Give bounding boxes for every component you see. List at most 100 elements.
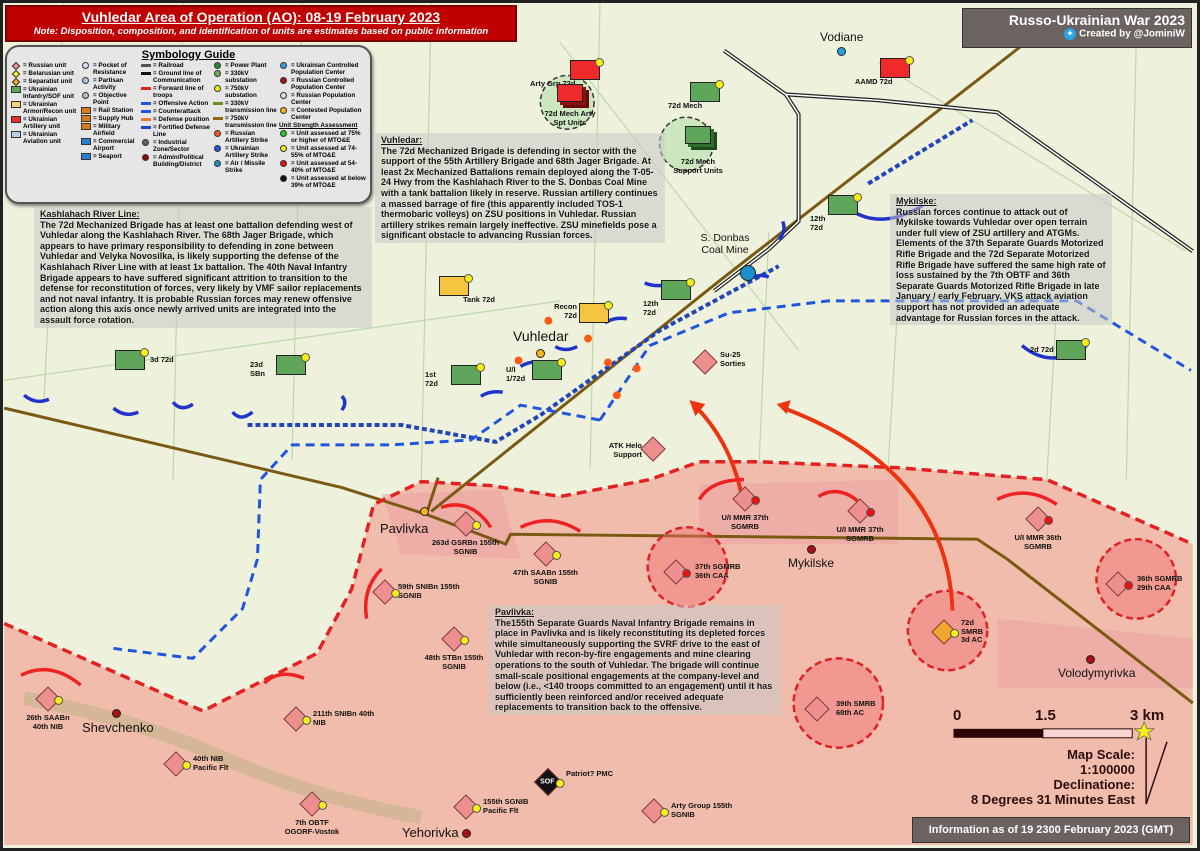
legend-item: = Russian Population Center (279, 92, 367, 106)
map-title-banner: Vuhledar Area of Operation (AO): 08-19 F… (5, 5, 517, 42)
legend-item-label: = Ukrainian Artillery Strike (225, 145, 269, 159)
unit-label: 3d 72d (150, 355, 174, 364)
legend-swatch-icon (213, 117, 223, 120)
unit-label: 23d SBn (250, 360, 265, 378)
ru-unit-37th-sgmrb[interactable]: 37th SGMRB 36th CAA (663, 558, 745, 585)
legend-item-label: = Unit assessed at 54-40% of MTO&E (291, 160, 357, 174)
ua-unit-recon[interactable]: Recon 72d (554, 301, 615, 323)
unit-label: Arty Grp 72d (530, 79, 576, 88)
ua-unit-arty-grp[interactable]: Arty Grp 72d (530, 58, 610, 89)
ru-unit-155th-sgnib[interactable]: 155th SGNIB Pacific Flt (453, 793, 535, 820)
legend-item: = Defense position (141, 116, 211, 123)
ru-unit-59th-snibn[interactable]: 59th SNIBn 155th SGNIB (372, 578, 462, 605)
unit-label: 26th SAABn 40th NIB (26, 713, 70, 731)
legend-item: Unit Strength Assessment (279, 122, 367, 129)
ru-unit-7th-obtf[interactable]: 7th OBTF OGORF-Vostok (282, 790, 342, 836)
town-vodiane[interactable]: Vodiane (820, 30, 863, 58)
note-body: The 72d Mechanized Brigade is defending … (381, 145, 658, 241)
legend-item-label: = Rail Station (93, 107, 134, 114)
ua-unit-3d[interactable]: 3d 72d (115, 348, 175, 370)
unit-label: U/I 1/72d (506, 365, 526, 383)
ua-unit-mech-support[interactable]: 72d Mech Support Units (668, 126, 728, 175)
legend-item: = Counterattack (141, 108, 211, 115)
ru-unit-47th-saabn[interactable]: 47th SAABn 155th SGNIB (508, 540, 583, 586)
town-mykilske[interactable]: Mykilske (788, 542, 834, 570)
ru-unit-ui-mmr-37-b[interactable]: U/I MMR 37th SGMRB (825, 497, 895, 543)
ru-unit-su25[interactable]: Su-25 Sorties (692, 348, 762, 375)
contested-dot (536, 348, 546, 358)
legend-item-label: = Russian Population Center (291, 92, 356, 106)
legend-swatch-icon (142, 154, 149, 161)
town-yehorivka[interactable]: Yehorivka (402, 825, 472, 840)
legend-swatch-icon (82, 92, 89, 99)
ru-unit-ui-mmr-36[interactable]: U/I MMR 36th SGMRB (1003, 505, 1073, 551)
ua-unit-arty-spt[interactable]: 72d Mech Arty Spt Units (540, 82, 600, 127)
brand-credit[interactable]: Created by @JominiW (1079, 28, 1185, 40)
town-shevchenko[interactable]: Shevchenko (82, 705, 154, 735)
ua-unit-1st[interactable]: 1st 72d (425, 363, 485, 388)
note-heading: Mykilske: (896, 196, 937, 206)
ua-unit-12th-b[interactable]: 12th 72d (643, 278, 695, 317)
ru-unit-36th-sgmrb[interactable]: 36th SGMRB 29th CAA (1105, 570, 1187, 597)
legend-item-label: = Russian Controlled Population Center (291, 77, 355, 91)
note-heading: Pavlivka: (495, 607, 535, 617)
unit-label: 72d Mech (668, 101, 703, 110)
ru-unit-211th-snibn[interactable]: 211th SNIBn 40th NIB (283, 705, 375, 732)
legend-item-label: = Power Plant (225, 62, 267, 69)
map-title: Vuhledar Area of Operation (AO): 08-19 F… (81, 9, 441, 25)
russian-forward-line (3, 460, 1194, 713)
ru-unit-263d-gsrbn[interactable]: 263d GSRBn 155th SGNIB (428, 510, 503, 556)
town-pavlivka[interactable]: Pavlivka (380, 521, 428, 536)
river (22, 691, 423, 825)
legend-swatch-icon (280, 160, 287, 167)
ru-unit-ui-mmr-37-a[interactable]: U/I MMR 37th SGMRB (710, 485, 780, 531)
legend-item-label: = Ukrainian Infantry/SOF unit (23, 86, 75, 100)
legend-item: = Railroad (141, 62, 211, 69)
legend-column: = Ukrainian Controlled Population Center… (279, 62, 367, 190)
map-disclaimer: Note: Disposition, composition, and iden… (33, 26, 489, 37)
ukrainian-forward-line (113, 299, 1192, 660)
legend-item: = Rail Station (81, 107, 139, 114)
coal-mine[interactable]: S. Donbas Coal Mine (690, 232, 760, 256)
ua-unit-23d-sbn[interactable]: 23d SBn (250, 353, 310, 378)
town-vuhledar[interactable]: Vuhledar (513, 328, 569, 360)
ru-unit-atk-helo[interactable]: ATK Helo Support (598, 435, 678, 462)
legend-item-label: = Ukrainian Aviation unit (23, 131, 61, 145)
legend-swatch-icon (141, 102, 151, 105)
russian-controlled-dot (806, 545, 816, 555)
legend-item-label: = Supply Hub (93, 115, 134, 122)
ua-unit-72d-mech[interactable]: 72d Mech (668, 80, 728, 111)
ru-unit-26th-saabn[interactable]: 26th SAABn 40th NIB (18, 685, 78, 731)
town-volodymyrivka[interactable]: Volodymyrivka (1058, 652, 1135, 680)
legend-swatch-icon (280, 130, 287, 137)
ua-unit-aamd[interactable]: AAMD 72d (855, 56, 914, 87)
legend-item-label: = Air / Missile Strike (225, 160, 266, 174)
legend-item: = Ground line of Communication (141, 70, 211, 84)
legend-swatch-icon (11, 116, 21, 123)
ua-unit-tank[interactable]: Tank 72d (437, 274, 497, 305)
legend-item-label: = Defense position (153, 116, 210, 123)
ru-unit-arty-group[interactable]: Arty Group 155th SGNIB (641, 797, 733, 824)
ru-unit-72d-smrb[interactable]: 72d SMRB 3d AC (931, 618, 993, 645)
russian-artillery-strikes (514, 316, 641, 400)
legend-swatch-icon (280, 62, 287, 69)
map-scale-value: 1:100000 (1080, 762, 1135, 777)
legend-item: = Russian Controlled Population Center (279, 77, 367, 91)
arrowheads (689, 400, 791, 417)
legend-item: = Russian unit (11, 61, 79, 71)
legend-item: = Power Plant (213, 62, 277, 69)
ru-unit-40th-nib[interactable]: 40th NIB Pacific Flt (163, 750, 245, 777)
legend-item-label: = Ukrainian Artillery unit (23, 116, 61, 130)
legend-item-label: = Admin/Political Building/District (153, 154, 204, 168)
ru-unit-39th-smrb[interactable]: 39th SMRB 68th AC (804, 695, 886, 722)
ua-unit-12th-a[interactable]: 12th 72d (810, 193, 862, 232)
legend-item-label: = Fortified Defense Line (153, 124, 210, 138)
ua-unit-2d[interactable]: 2d 72d (1030, 338, 1090, 360)
ua-unit-ui-1-72d[interactable]: U/I 1/72d (506, 358, 566, 383)
russian-controlled-dot (1086, 655, 1095, 665)
note-kashlahach: Kashlahach River Line: The 72d Mechanize… (34, 207, 372, 328)
legend-item: = Unit assessed at 54-40% of MTO&E (279, 160, 367, 174)
unit-label: 12th 72d (643, 299, 659, 317)
ru-unit-48th-stbn[interactable]: 48th STBn 155th SGNIB (422, 625, 486, 671)
